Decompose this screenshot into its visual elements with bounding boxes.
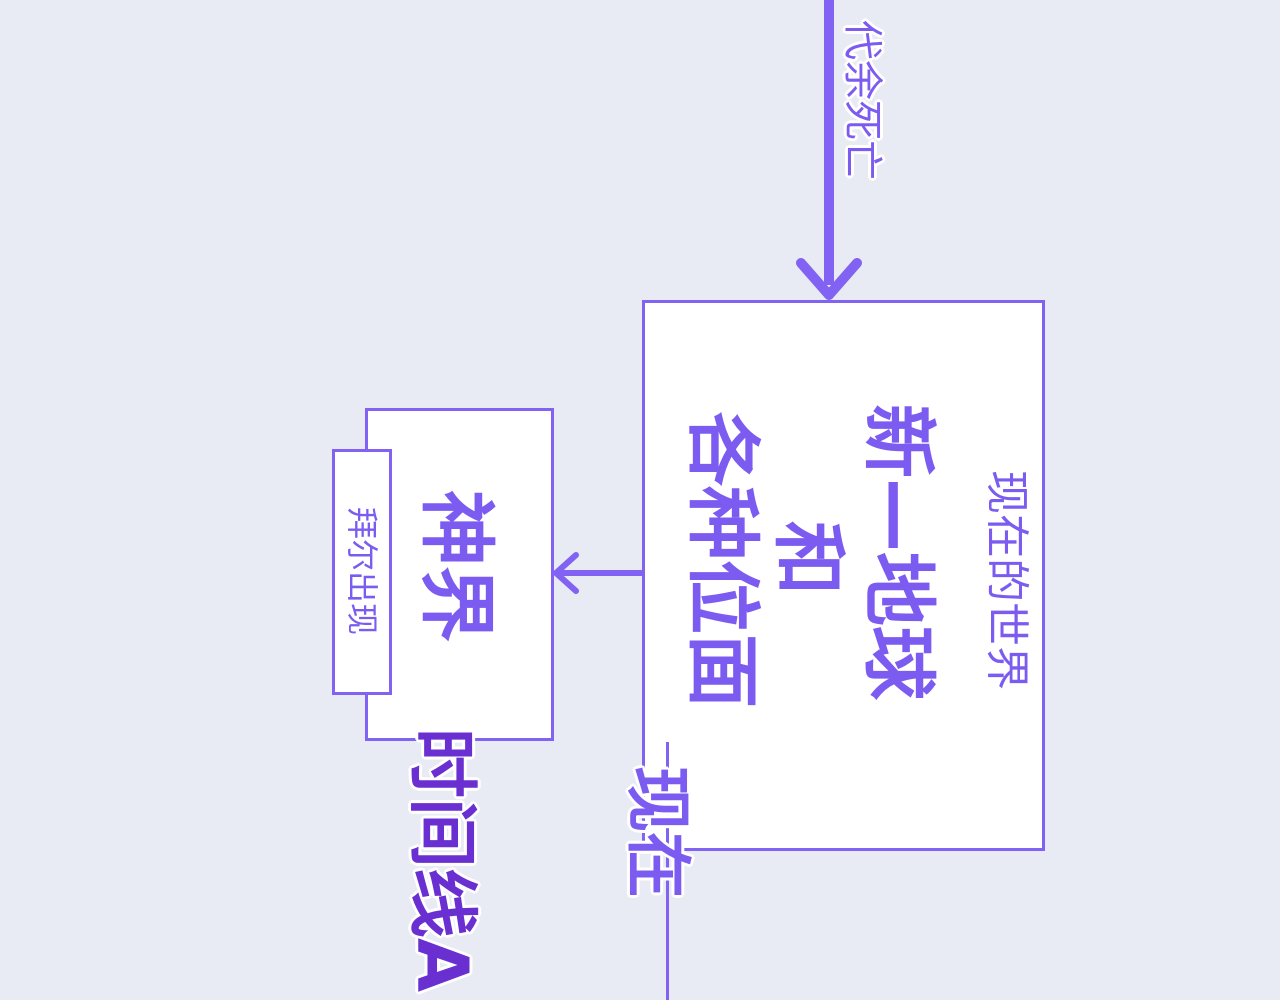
and-label: 和 xyxy=(765,521,851,595)
left-arrow-line xyxy=(560,570,643,576)
timeline-a-label: 时间线A xyxy=(401,727,483,993)
god-realm-title: 神界 xyxy=(412,490,501,642)
planes-label: 各种位面 xyxy=(679,412,765,708)
new-earth-label: 新—地球 xyxy=(855,404,941,700)
now-label: 现在 xyxy=(619,766,696,898)
top-arrow-line xyxy=(824,0,834,285)
top-arrow-label: 代余死亡 xyxy=(839,20,885,180)
now-timeline-line xyxy=(666,742,669,1000)
bayer-tag-box xyxy=(332,449,392,695)
top-arrowhead-icon xyxy=(796,258,862,300)
current-world-box xyxy=(642,300,1045,851)
current-world-subtitle: 现在的世界 xyxy=(981,470,1032,690)
bayer-tag-label: 拜尔出现 xyxy=(343,506,381,636)
left-arrowhead-icon xyxy=(553,552,579,594)
